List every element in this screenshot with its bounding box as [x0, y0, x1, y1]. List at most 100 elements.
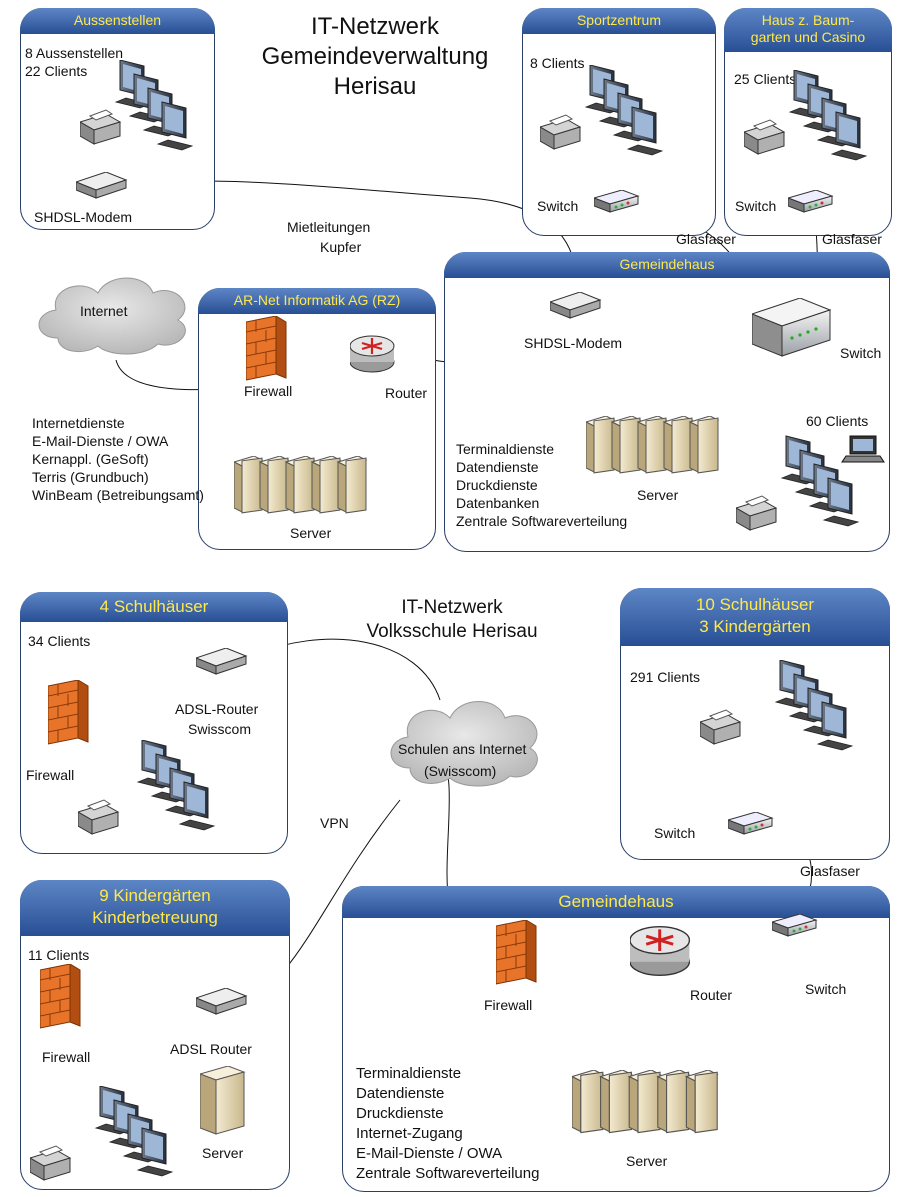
internet-label: Internet [80, 303, 128, 319]
modem-icon [196, 648, 247, 675]
firewall-icon [496, 920, 537, 985]
kindergaerten-firewall-label: Firewall [42, 1049, 91, 1065]
gemeindehaus-service: Terminaldienste [456, 441, 555, 457]
schulhaeuser10-header-line2: 3 Kindergärten [699, 617, 811, 636]
computers-icon [30, 1086, 190, 1181]
box-gemeindehaus-bottom: Gemeindehaus [342, 886, 890, 1192]
switch-icon [594, 190, 639, 213]
router-icon [630, 925, 691, 977]
arnet-header: AR-Net Informatik AG (RZ) [198, 288, 436, 314]
switch-icon [728, 812, 773, 835]
schulhaeuser10-header-line1: 10 Schulhäuser [695, 595, 815, 614]
computers-icon [744, 70, 874, 190]
gemeindehaus-modem-label: SHDSL-Modem [524, 335, 623, 351]
gemeindehaus-clients-label: 60 Clients [806, 413, 869, 429]
arnet-service: Kernappl. (GeSoft) [32, 451, 149, 467]
firewall-icon [246, 316, 287, 381]
firewall-icon [48, 680, 89, 745]
box-gemeindehaus-top: Gemeindehaus [444, 252, 890, 552]
arnet-server-label: Server [290, 525, 332, 541]
gemeindehaus-bottom-firewall-label: Firewall [484, 997, 533, 1013]
arnet-service: Internetdienste [32, 415, 125, 431]
kindergaerten-header-line1: 9 Kindergärten [99, 886, 211, 905]
sportzentrum-clients: 8 Clients [530, 55, 585, 71]
server-icon [200, 1066, 246, 1135]
sportzentrum-switch-label: Switch [537, 198, 579, 214]
school-internet-cloud-icon [390, 701, 538, 787]
computers-icon [540, 65, 670, 185]
gemeindehaus-service: Druckdienste [456, 477, 538, 493]
gemeindehaus-bottom-service: Internet-Zugang [356, 1125, 463, 1142]
arnet-service: E-Mail-Dienste / OWA [32, 433, 169, 449]
gemeindehaus-service: Datenbanken [456, 495, 540, 511]
schulhaeuser4-router-line2: Swisscom [188, 721, 252, 737]
title-vs-line1: IT-Netzwerk [401, 597, 503, 618]
schulhaeuser4-router-line1: ADSL-Router [175, 701, 259, 717]
haus-header-line2: garten und Casino [750, 29, 866, 45]
schulhaeuser10-header: 10 Schulhäuser 3 Kindergärten [620, 588, 890, 646]
aussenstellen-sites: 8 Aussenstellen [25, 45, 124, 61]
gemeindehaus-bottom-service: Zentrale Softwareverteilung [356, 1165, 540, 1182]
cloud-line1: Schulen ans Internet [398, 741, 527, 757]
computers-icon [80, 60, 210, 180]
aussenstellen-modem-label: SHDSL-Modem [34, 209, 133, 225]
internet-cloud-icon [38, 277, 186, 355]
box-9-kindergaerten: 9 Kindergärten Kinderbetreuung [20, 880, 290, 1190]
core-switch-icon [752, 298, 832, 357]
sportzentrum-header: Sportzentrum [522, 8, 716, 34]
schulhaeuser4-header: 4 Schulhäuser [20, 592, 288, 622]
haus-header-line1: Haus z. Baum- [761, 12, 855, 28]
kindergaerten-header: 9 Kindergärten Kinderbetreuung [20, 880, 290, 936]
schulhaeuser4-clients: 34 Clients [28, 633, 91, 649]
arnet-services-list: Internetdienste E-Mail-Dienste / OWA Ker… [32, 414, 204, 504]
kindergaerten-clients: 11 Clients [28, 947, 90, 963]
gemeindehaus-service: Datendienste [456, 459, 539, 475]
glasfaser-label-3: Glasfaser [800, 863, 860, 879]
arnet-router-label: Router [385, 385, 428, 401]
router-icon [350, 334, 396, 374]
gemeindehaus-bottom-service: E-Mail-Dienste / OWA [356, 1145, 503, 1162]
cloud-line2: (Swisscom) [424, 763, 497, 779]
gemeindehaus-bottom-switch-label: Switch [805, 981, 847, 997]
kindergaerten-router-label: ADSL Router [170, 1041, 252, 1057]
gemeindehaus-bottom-server-label: Server [626, 1153, 668, 1169]
firewall-icon [40, 964, 81, 1029]
arnet-firewall-label: Firewall [244, 383, 293, 399]
arnet-service: Terris (Grundbuch) [32, 469, 149, 485]
gemeindehaus-bottom-service: Datendienste [356, 1085, 445, 1102]
glasfaser-label-2: Glasfaser [822, 231, 882, 247]
switch-icon [772, 914, 817, 937]
glasfaser-label-1: Glasfaser [676, 231, 736, 247]
title-gv-line2: Gemeindeverwaltung [261, 43, 489, 70]
gemeindehaus-bottom-router-label: Router [690, 987, 733, 1003]
mietleitungen-line1: Mietleitungen [287, 219, 371, 235]
box-4-schulhaeuser: 4 Schulhäuser [20, 592, 288, 854]
servers-icon [572, 1070, 722, 1150]
gemeindehaus-top-header: Gemeindehaus [444, 252, 890, 278]
gemeindehaus-top-services: Terminaldienste Datendienste Druckdienst… [456, 440, 627, 530]
computers-icon [700, 660, 860, 780]
haus-clients: 25 Clients [734, 71, 797, 87]
gemeindehaus-bottom-service: Druckdienste [356, 1105, 444, 1122]
haus-switch-label: Switch [735, 198, 777, 214]
modem-icon [196, 988, 247, 1015]
gemeindehaus-switch-label: Switch [840, 345, 882, 361]
servers-icon [234, 456, 374, 520]
title-gv-line1: IT-Netzwerk [310, 13, 439, 40]
schulhaeuser10-switch-label: Switch [654, 825, 696, 841]
kindergaerten-server-label: Server [202, 1145, 244, 1161]
aussenstellen-clients: 22 Clients [25, 63, 88, 79]
aussenstellen-header: Aussenstellen [20, 8, 215, 34]
haus-header: Haus z. Baum- garten und Casino [724, 8, 892, 52]
gemeindehaus-bottom-services: Terminaldienste Datendienste Druckdienst… [356, 1064, 539, 1184]
computers-icon [736, 435, 885, 531]
gemeindehaus-service: Zentrale Softwareverteilung [456, 513, 628, 529]
mietleitungen-line2: Kupfer [320, 239, 362, 255]
schulhaeuser10-clients: 291 Clients [630, 669, 701, 685]
gemeindehaus-server-label: Server [637, 487, 679, 503]
modem-icon [76, 172, 127, 199]
computers-icon [78, 740, 228, 835]
schulhaeuser4-firewall-label: Firewall [26, 767, 75, 783]
vpn-label: VPN [320, 815, 349, 831]
